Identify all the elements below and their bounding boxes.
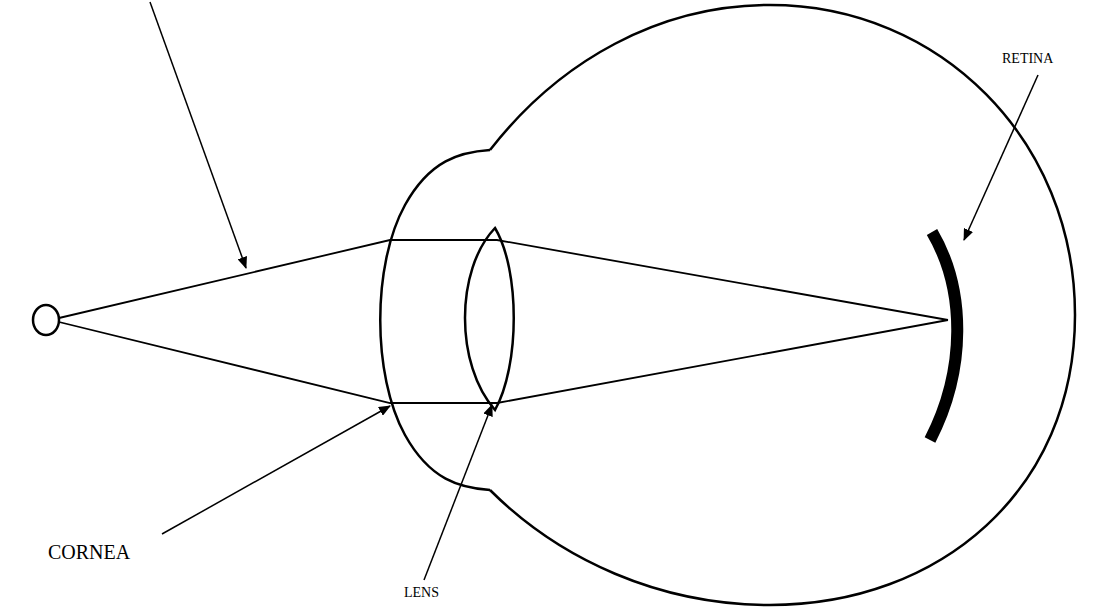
part-label: CORNEA xyxy=(48,542,130,562)
eyeball-outline xyxy=(490,5,1075,605)
part-label: RETINA xyxy=(1002,52,1053,66)
leader-arrow xyxy=(424,405,492,580)
leader-arrow xyxy=(150,2,246,268)
cornea-outline xyxy=(380,150,490,490)
light-ray xyxy=(59,240,948,320)
light-rays xyxy=(59,240,948,403)
part-label: LENS xyxy=(404,586,439,600)
object-circle xyxy=(33,305,59,335)
lens-shape xyxy=(465,228,514,410)
leader-lines xyxy=(150,2,1038,580)
retina-band xyxy=(930,232,957,440)
light-ray xyxy=(59,320,948,403)
leader-arrow xyxy=(964,75,1038,240)
leader-arrow xyxy=(162,406,390,534)
eye-outline xyxy=(380,5,1075,605)
